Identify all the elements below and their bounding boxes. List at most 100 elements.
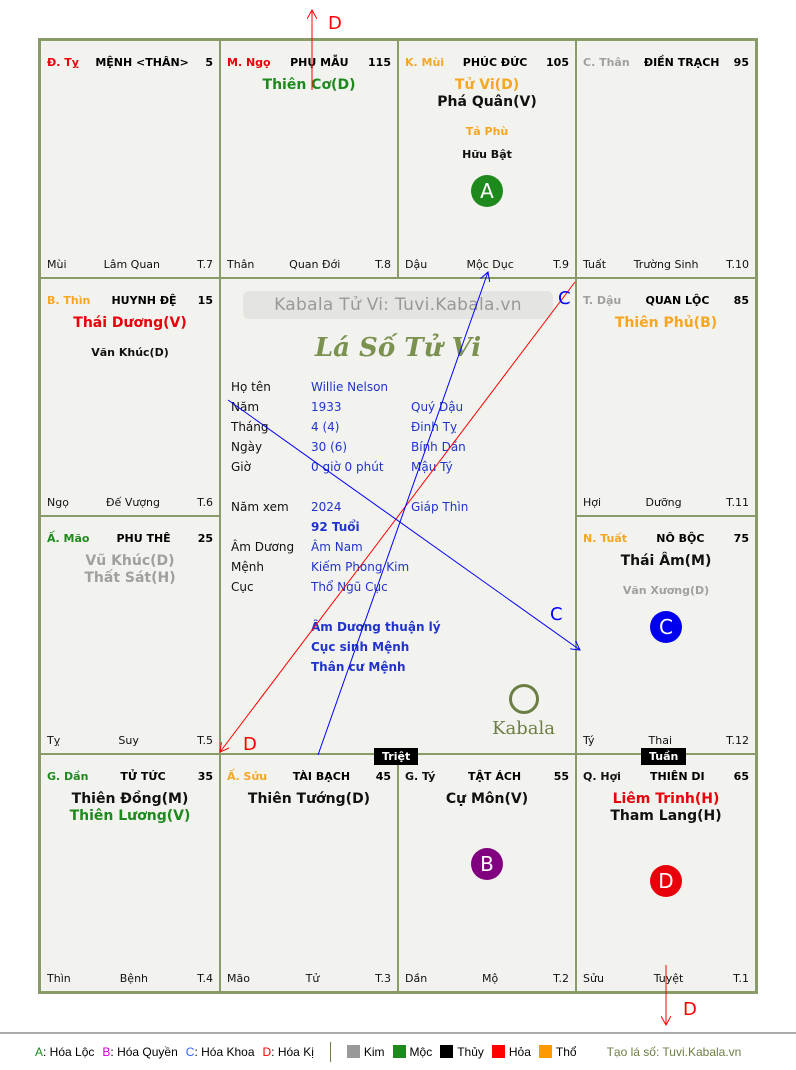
stem-branch: T. Dậu <box>583 293 622 307</box>
legend-element: Kim <box>346 1045 385 1059</box>
triet-tag: Triệt <box>374 748 419 765</box>
element-swatch <box>538 1045 552 1058</box>
info-row: Ngày 30 (6) Bính Dần <box>231 437 511 457</box>
palace-name: MỆNH <THÂN> <box>95 55 189 69</box>
legend-element: Thủy <box>440 1045 484 1059</box>
life-stage: Dưỡng <box>645 496 682 509</box>
info-extra: Quý Dậu <box>411 400 464 414</box>
info-extra: Bính Dần <box>411 440 466 454</box>
info-row: Âm Dương thuận lý <box>231 617 511 637</box>
legend-text: : Hóa Lộc <box>43 1045 95 1059</box>
legend-hoa-item: C: Hóa Khoa <box>186 1045 255 1059</box>
age-marker: T.2 <box>553 972 569 985</box>
life-stage: Tuyệt <box>653 972 684 985</box>
info-value: 30 (6) <box>311 440 348 454</box>
info-label: Âm Dương <box>231 540 295 554</box>
info-row <box>231 477 511 497</box>
credit-link[interactable]: Tạo lá số: Tuvi.Kabala.vn <box>606 1045 742 1059</box>
main-star: Thái Âm(M) <box>620 553 712 569</box>
legend-text: : Hóa Khoa <box>194 1045 255 1059</box>
horoscope-chart: Kabala Tử Vi: Tuvi.Kabala.vn Lá Số Tử Vi… <box>38 38 758 994</box>
element-swatch <box>392 1045 406 1058</box>
main-star: Thiên Tướng(D) <box>247 791 371 807</box>
element-name: Mộc <box>409 1045 433 1059</box>
tuan-tag: Tuần <box>641 748 687 765</box>
main-star: Liêm Trinh(H) <box>612 791 720 807</box>
branch: Hợi <box>583 496 602 509</box>
info-value: Willie Nelson <box>311 380 389 394</box>
legend-element: Hỏa <box>491 1045 531 1059</box>
stem-branch: Đ. Tỵ <box>47 55 79 69</box>
branch: Tỵ <box>47 734 61 747</box>
stem-branch: K. Mùi <box>405 55 445 69</box>
legend-hoa-item: A: Hóa Lộc <box>35 1045 94 1059</box>
element-name: Thổ <box>555 1045 577 1059</box>
info-label <box>231 597 311 617</box>
palace-name: NÔ BỘC <box>656 531 705 545</box>
palace-number: 65 <box>733 769 749 783</box>
branch: Thìn <box>47 972 71 985</box>
palace-number: 75 <box>733 531 749 545</box>
palace-name: TÀI BẠCH <box>292 769 351 783</box>
info-value: Âm Nam <box>311 540 363 554</box>
info-value: Thân cư Mệnh <box>311 660 406 674</box>
age-marker: T.4 <box>197 972 213 985</box>
main-stars: Liêm Trinh(H)Tham Lang(H) <box>583 791 749 825</box>
life-stage: Trường Sinh <box>633 258 699 271</box>
info-label: Ngày <box>231 440 263 454</box>
palace-header: Đ. Tỵ MỆNH <THÂN> 5 <box>47 55 213 69</box>
secondary-star: Tả Phù <box>465 125 509 138</box>
age-marker: T.12 <box>726 734 749 747</box>
main-star: Thiên Lương(V) <box>69 808 191 824</box>
info-label: Tháng <box>231 420 269 434</box>
info-value: 0 giờ 0 phút <box>311 460 384 474</box>
stem-branch: C. Thân <box>583 55 630 69</box>
age-marker: T.3 <box>375 972 391 985</box>
transform-badge-c: C <box>650 611 682 643</box>
main-star: Tham Lang(H) <box>610 808 722 824</box>
palace-number: 5 <box>205 55 213 69</box>
main-stars: Cự Môn(V) <box>405 791 569 808</box>
legend-key: C <box>185 1045 195 1059</box>
element-swatch <box>346 1045 360 1058</box>
age-marker: T.1 <box>733 972 749 985</box>
main-stars: Thái Âm(M) <box>583 553 749 570</box>
palace-name: PHÚC ĐỨC <box>462 55 528 69</box>
legend-key: B <box>102 1045 111 1059</box>
arrow-label-d: D <box>328 13 342 34</box>
palace-name: PHỤ MẪU <box>290 55 349 69</box>
main-stars: Thiên Tướng(D) <box>227 791 391 808</box>
main-stars: Tử Vi(D)Phá Quân(V) <box>405 77 569 111</box>
main-star: Phá Quân(V) <box>437 94 537 110</box>
arrow-label-d: D <box>683 999 697 1020</box>
main-stars: Thiên Đồng(M)Thiên Lương(V) <box>47 791 213 825</box>
palace-number: 85 <box>733 293 749 307</box>
main-star: Thiên Phủ(B) <box>614 315 718 331</box>
life-stage: Bệnh <box>119 972 149 985</box>
info-value: Kiếm Phong Kim <box>311 560 410 574</box>
main-stars: Thiên Phủ(B) <box>583 315 749 332</box>
legend-text: : Hóa Kị <box>271 1045 314 1059</box>
life-stage: Đế Vượng <box>106 496 160 509</box>
palace-name: PHU THÊ <box>116 531 171 545</box>
palace-number: 15 <box>197 293 213 307</box>
life-stage: Thai <box>648 734 673 747</box>
info-value: 4 (4) <box>311 420 340 434</box>
